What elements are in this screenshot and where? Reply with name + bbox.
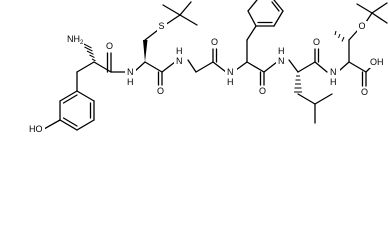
thioether-s-label: S (159, 21, 165, 31)
atom-carbonyl-o4: O (257, 86, 267, 97)
amide-n1-label: N (127, 67, 134, 77)
acid-oh-label: OH (370, 57, 384, 67)
bond (356, 3, 373, 14)
bond (162, 4, 181, 16)
bond (314, 93, 333, 105)
bond (273, 10, 284, 27)
atom-acid-o: O (359, 87, 369, 98)
bond (43, 119, 61, 130)
bond (164, 14, 181, 26)
bond (365, 12, 373, 23)
bond (59, 90, 78, 102)
atom-amide-n5: N H (328, 66, 340, 88)
bond (179, 14, 198, 26)
atom-carbonyl-o3: O (209, 37, 219, 48)
bond (161, 61, 176, 73)
amide-h5-label: H (330, 77, 337, 87)
bond (297, 61, 316, 73)
tyr-ca-bond (76, 61, 95, 73)
bond (195, 61, 214, 73)
amine-subscript: 2 (80, 40, 84, 46)
tyrosine-ring (43, 90, 95, 131)
bond (59, 119, 78, 131)
bond (212, 61, 227, 73)
bond (179, 1, 192, 16)
amide-n5-label: N (330, 67, 337, 77)
bond (288, 59, 299, 73)
amide-h4-label: H (278, 46, 285, 56)
atom-carbonyl-o5: O (311, 37, 321, 48)
atom-thioether-s: S (157, 21, 167, 32)
bond (246, 25, 257, 41)
bond (76, 90, 95, 102)
atom-carbonyl-o2: O (155, 86, 165, 97)
bond (314, 61, 328, 73)
atom-acid-oh: OH (369, 57, 386, 68)
bond (144, 61, 163, 73)
stereo-hash (294, 75, 302, 93)
atom-phenol: HO (28, 124, 45, 135)
bond (235, 61, 248, 71)
bond (371, 2, 388, 14)
bond (187, 59, 197, 73)
carbonyl-o1-label: O (106, 41, 113, 51)
phenol-label: HO (29, 124, 43, 134)
carbonyl-o2-label: O (157, 86, 164, 96)
bond (144, 29, 159, 41)
bond (62, 117, 78, 127)
bond (273, 0, 284, 12)
amide-h3-label: H (227, 77, 234, 87)
ether-o-label: O (359, 21, 366, 31)
amide-h1-label: H (127, 77, 134, 87)
acid-o-label: O (361, 87, 368, 97)
peptide-structure: NH 2 N H H N N H H N N H O O O O (28, 0, 388, 135)
atom-amine: NH 2 (65, 33, 84, 46)
bond (76, 119, 95, 131)
stereo-hash (334, 30, 345, 42)
amine-label: NH (67, 34, 80, 44)
atom-amide-n2: H N (174, 45, 186, 67)
bond (348, 29, 359, 41)
carbonyl-o5-label: O (313, 37, 320, 47)
bond (246, 61, 265, 73)
bond (247, 10, 257, 27)
amide-n4-label: N (278, 56, 285, 66)
phenyl-ring (246, 0, 284, 41)
atom-amide-n4: H N (276, 45, 288, 67)
bond (263, 61, 278, 73)
bond (297, 93, 316, 105)
atom-carbonyl-o1: O (104, 41, 114, 52)
bond (371, 12, 388, 24)
bond (339, 61, 350, 71)
atom-amide-n3: N H (225, 66, 237, 88)
carbonyl-o4-label: O (259, 86, 266, 96)
bond (247, 0, 258, 12)
bond (93, 61, 112, 73)
atom-ether-o: O (357, 21, 367, 32)
bond (348, 61, 367, 73)
bond (62, 94, 78, 104)
stereo-wedge (143, 40, 148, 62)
bond (271, 1, 280, 12)
amide-h2-label: H (176, 46, 183, 56)
atom-amide-n1: N H (125, 66, 136, 88)
stereo-hash (81, 42, 96, 62)
carbonyl-o3-label: O (211, 37, 218, 47)
amide-n2-label: N (176, 56, 183, 66)
amide-n3-label: N (227, 67, 234, 77)
